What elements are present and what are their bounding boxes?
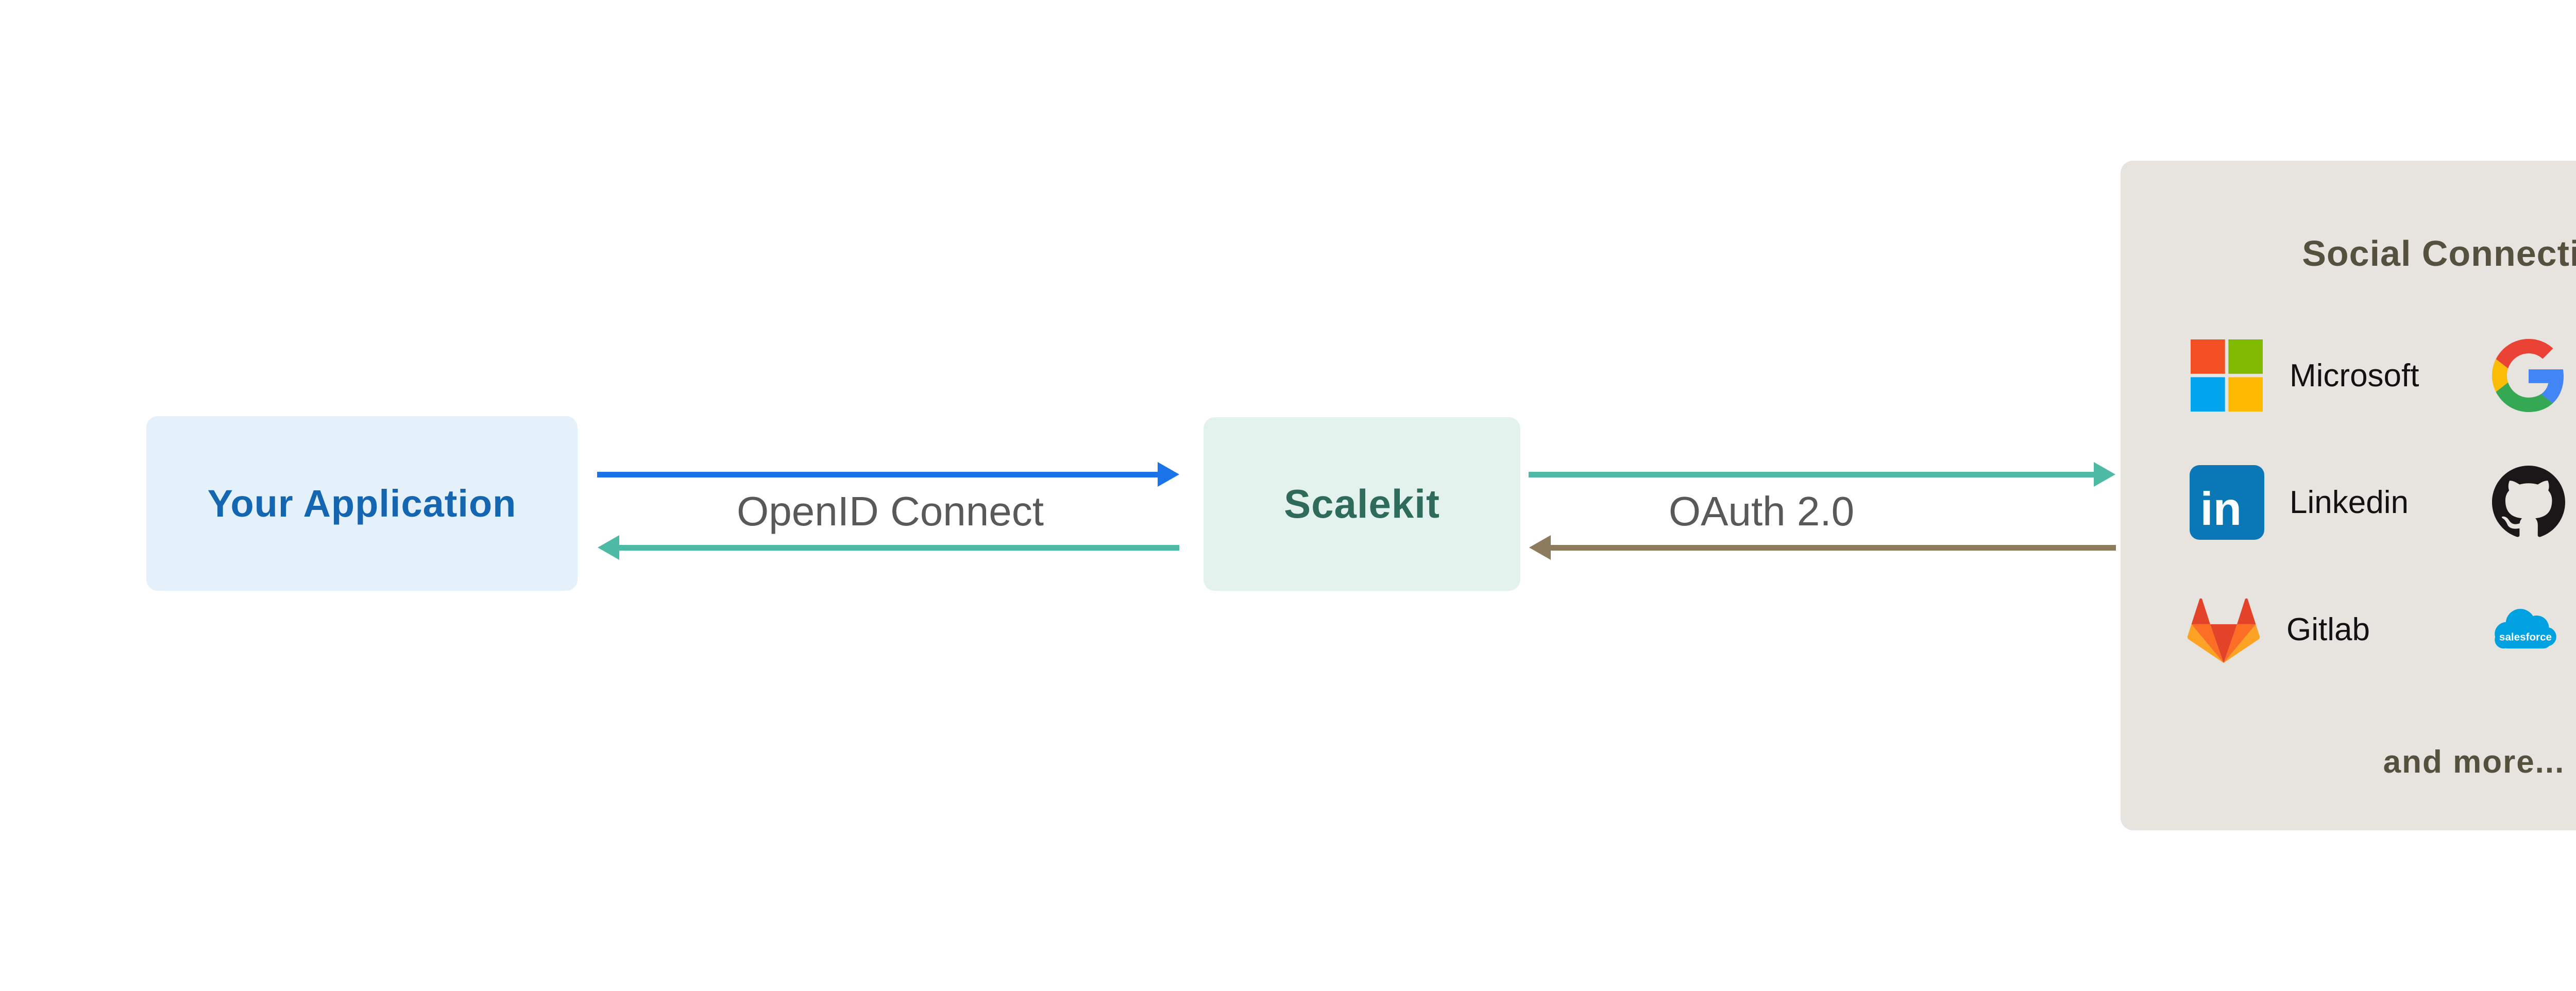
provider-item-gitlab: Gitlab <box>2185 591 2370 668</box>
provider-label: Gitlab <box>2286 611 2370 647</box>
scalekit-box: Scalekit <box>1204 417 1520 591</box>
provider-item-linkedin: in Linkedin <box>2189 464 2409 541</box>
provider-item-salesforce: salesforce Salesforce <box>2487 591 2576 668</box>
openid-return-arrow <box>598 535 1179 560</box>
provider-item-microsoft: Microsoft <box>2189 337 2419 414</box>
svg-text:in: in <box>2200 483 2242 535</box>
arrow-line <box>597 472 1158 477</box>
provider-label: Linkedin <box>2290 484 2409 520</box>
openid-connect-label: OpenID Connect <box>737 488 1044 534</box>
social-connections-title: Social Connections <box>2302 233 2576 274</box>
arrow-left-head-icon <box>598 535 619 560</box>
oauth-return-arrow <box>1529 535 2116 560</box>
salesforce-icon: salesforce <box>2487 591 2564 668</box>
salesforce-wordmark: salesforce <box>2499 631 2552 643</box>
provider-item-google: Google <box>2490 337 2576 414</box>
and-more-text: and more... <box>2383 744 2565 780</box>
linkedin-icon: in <box>2189 464 2265 540</box>
gitlab-icon <box>2185 591 2262 668</box>
social-connections-panel: Social Connections Microsoft <box>2121 161 2576 830</box>
arrow-line <box>1550 545 2116 551</box>
google-icon <box>2490 337 2567 414</box>
arrow-left-head-icon <box>1529 535 1551 560</box>
github-icon <box>2490 464 2567 540</box>
openid-forward-arrow <box>597 462 1179 487</box>
arrow-right-head-icon <box>1158 462 1179 487</box>
provider-item-github: Github <box>2490 464 2576 541</box>
scalekit-label: Scalekit <box>1284 481 1440 526</box>
your-application-label: Your Application <box>207 482 517 525</box>
arrow-line <box>619 545 1179 551</box>
arrow-right-head-icon <box>2094 462 2115 487</box>
your-application-box: Your Application <box>146 416 578 591</box>
oauth-forward-arrow <box>1529 462 2115 487</box>
provider-label: Microsoft <box>2290 357 2419 394</box>
microsoft-icon <box>2189 337 2265 414</box>
arrow-line <box>1529 472 2094 477</box>
oauth-label: OAuth 2.0 <box>1668 488 1855 534</box>
